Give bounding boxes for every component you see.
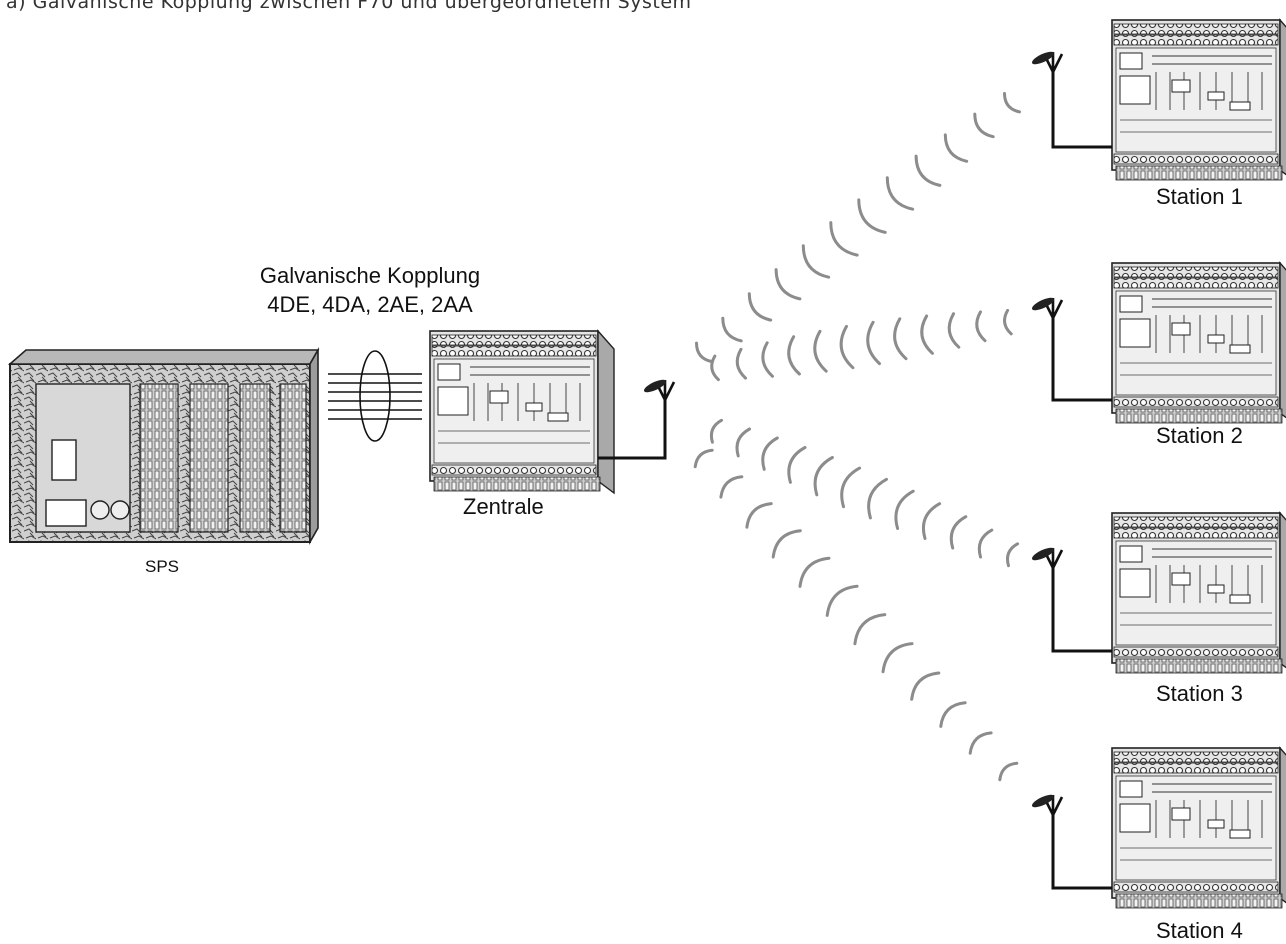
radio-wave-arc xyxy=(941,703,965,727)
radio-wave-arc xyxy=(827,586,857,615)
station-1-antenna xyxy=(1030,49,1112,147)
radio-wave-arc xyxy=(737,429,750,456)
radio-wave-arc xyxy=(979,530,992,557)
coupling-label: Galvanische Kopplung 4DE, 4DA, 2AE, 2AA xyxy=(180,261,560,319)
radio-wave-arc xyxy=(883,644,912,672)
radio-wave-arc xyxy=(776,270,800,299)
radio-wave-arc xyxy=(763,438,778,469)
central-unit xyxy=(430,331,614,493)
radio-wave-arc xyxy=(912,673,939,699)
station-3-unit xyxy=(1112,513,1286,675)
radio-wave-arc xyxy=(868,322,880,363)
radio-wave-arc xyxy=(922,316,933,353)
radio-wave-arc xyxy=(896,491,913,528)
radio-wave-arc xyxy=(842,468,860,507)
radio-wave-arc xyxy=(815,331,826,371)
coupling-wire-bundle xyxy=(328,351,422,441)
radio-wave-arc xyxy=(949,314,959,348)
radio-wave-arc xyxy=(859,200,885,233)
station-2-antenna xyxy=(1030,295,1112,400)
radio-wave-arc xyxy=(711,420,721,442)
station-1-unit xyxy=(1112,20,1286,182)
radio-wave-arc xyxy=(945,135,966,161)
station-2-unit xyxy=(1112,263,1286,425)
radio-wave-arc xyxy=(855,615,885,644)
radio-wave-arc xyxy=(749,294,770,320)
plc-label: SPS xyxy=(145,557,179,577)
radio-wave-arc xyxy=(800,558,829,586)
radio-wave-arc xyxy=(815,458,832,495)
radio-wave-arc xyxy=(916,156,940,185)
radio-wave-arc xyxy=(977,312,985,341)
radio-wave-arc xyxy=(695,450,712,467)
radio-wave-arc xyxy=(773,531,800,557)
plc-device xyxy=(10,350,318,542)
radio-wave-arc xyxy=(1005,94,1020,112)
radio-wave-arc xyxy=(831,223,857,256)
coupling-label-line2: 4DE, 4DA, 2AE, 2AA xyxy=(180,290,560,319)
radio-wave-arc xyxy=(803,246,828,277)
radio-wave-arc xyxy=(970,733,991,753)
radio-wave-arc xyxy=(895,319,906,359)
station-1-label: Station 1 xyxy=(1156,184,1243,210)
station-3-label: Station 3 xyxy=(1156,681,1243,707)
radio-wave-arc xyxy=(747,504,771,528)
radio-wave-arc xyxy=(887,178,912,209)
radio-wave-arc xyxy=(951,517,966,548)
radio-wave-arc xyxy=(712,356,719,380)
radio-wave-arc xyxy=(721,477,742,497)
radio-wave-arc xyxy=(697,343,712,361)
radio-wave-arc xyxy=(841,326,853,367)
radio-wave-arc xyxy=(723,318,741,341)
radio-wave-arc xyxy=(1000,763,1017,780)
radio-wave-arc xyxy=(789,337,800,374)
coupling-label-line1: Galvanische Kopplung xyxy=(180,261,560,290)
radio-wave-arc xyxy=(789,448,805,483)
station-4-unit xyxy=(1112,748,1286,910)
radio-wave-arc xyxy=(975,114,993,137)
radio-wave-arc xyxy=(1005,310,1012,334)
radio-wave-arc xyxy=(869,479,887,518)
radio-waves xyxy=(695,94,1019,780)
radio-wave-arc xyxy=(923,504,939,539)
radio-wave-arc xyxy=(1007,544,1017,566)
station-2-label: Station 2 xyxy=(1156,423,1243,449)
station-4-antenna xyxy=(1030,792,1112,888)
station-3-antenna xyxy=(1030,545,1112,651)
radio-wave-arc xyxy=(763,343,773,377)
station-4-label: Station 4 xyxy=(1156,918,1243,944)
radio-wave-arc xyxy=(737,349,745,378)
central-label: Zentrale xyxy=(463,494,544,520)
